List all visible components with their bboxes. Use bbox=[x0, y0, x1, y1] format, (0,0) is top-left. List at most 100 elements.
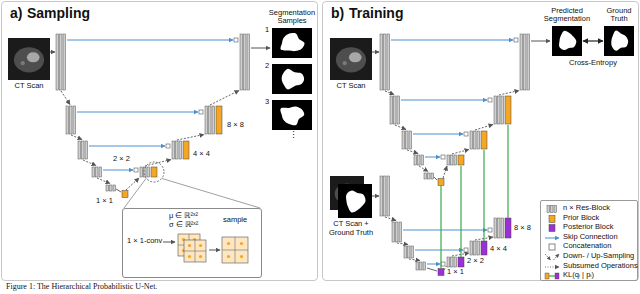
prior-block bbox=[481, 131, 487, 149]
skip-connection bbox=[77, 112, 198, 113]
legend-text: KL(qᵢ | pᵢ) bbox=[563, 271, 594, 280]
up-sampling bbox=[444, 266, 447, 270]
res-block bbox=[402, 131, 412, 149]
ct-ground-truth-image: CT Scan + Ground Truth bbox=[330, 176, 372, 218]
image-caption: Predicted Segmentation bbox=[542, 7, 592, 24]
sample-number: 2 bbox=[265, 62, 269, 71]
kl-link bbox=[483, 150, 484, 241]
size-label: 2 × 2 bbox=[467, 257, 484, 266]
legend-text: Down- / Up-Sampling bbox=[563, 252, 634, 261]
segmentation-image bbox=[272, 64, 312, 94]
segmentation-samples: Segmentation Samples bbox=[272, 28, 312, 130]
concatenation bbox=[464, 248, 468, 252]
ct-scan-image bbox=[330, 38, 372, 80]
legend-swatch bbox=[544, 243, 560, 251]
concatenation bbox=[199, 110, 203, 114]
figure-caption: Figure 1: The Hierarchical Probabilistic… bbox=[6, 283, 157, 292]
panel-title: Sampling bbox=[27, 5, 90, 22]
legend-entry: n × Res-Block bbox=[544, 204, 636, 213]
zoom-circle bbox=[144, 162, 164, 182]
down-sampling bbox=[385, 91, 394, 95]
panel: a)SamplingCT ScanSegmentation Samples1 ×… bbox=[1, 1, 318, 281]
prediction-image: Predicted Segmentation bbox=[552, 26, 582, 56]
legend-entry: KL(qᵢ | pᵢ) bbox=[544, 271, 636, 280]
res-block bbox=[390, 96, 400, 124]
size-label: 1 × 1 bbox=[447, 268, 464, 277]
res-block bbox=[92, 167, 102, 177]
res-block bbox=[78, 141, 88, 159]
prior-block bbox=[151, 167, 157, 177]
image-caption: CT Scan bbox=[326, 82, 376, 91]
image-caption: CT Scan + Ground Truth bbox=[324, 220, 378, 237]
res-block bbox=[404, 246, 414, 258]
kl-link bbox=[440, 186, 441, 268]
size-label: 4 × 4 bbox=[490, 245, 507, 254]
sample-number: 3 bbox=[265, 98, 269, 107]
down-sampling bbox=[385, 217, 396, 221]
down-sampling bbox=[97, 178, 110, 184]
panel-title: Training bbox=[349, 5, 403, 22]
size-label: 8 × 8 bbox=[514, 224, 531, 233]
legend-entry: Posterior Block bbox=[544, 223, 636, 232]
input-arrow bbox=[50, 52, 55, 53]
legend-swatch bbox=[544, 215, 560, 223]
segmentation-image bbox=[272, 28, 312, 58]
math-label: σ ∈ ℝ²ˣ² bbox=[169, 221, 198, 230]
up-sampling bbox=[210, 91, 239, 106]
posterior-block bbox=[438, 269, 444, 276]
ct-scan-image bbox=[8, 38, 50, 80]
prior-block bbox=[458, 155, 464, 165]
res-block bbox=[494, 96, 504, 124]
zoom-line bbox=[124, 179, 146, 209]
down-sampling bbox=[409, 259, 420, 261]
size-label: 4 × 4 bbox=[193, 150, 210, 159]
concatenation bbox=[464, 132, 468, 136]
res-block bbox=[172, 141, 182, 159]
legend-text: n × Res-Block bbox=[563, 204, 610, 213]
prior-block bbox=[216, 106, 222, 134]
segmentation-image bbox=[338, 184, 372, 218]
size-label: 8 × 8 bbox=[227, 121, 244, 130]
training-network bbox=[330, 26, 634, 276]
operation-label: 1 × 1-conv bbox=[127, 237, 162, 246]
concatenation bbox=[134, 168, 138, 172]
res-block bbox=[66, 106, 76, 134]
connection bbox=[116, 189, 121, 192]
skip-connection bbox=[403, 230, 487, 231]
concatenation bbox=[166, 144, 170, 148]
skip-connection bbox=[413, 134, 463, 135]
concatenation bbox=[488, 98, 492, 102]
image-caption: Ground Truth bbox=[601, 7, 637, 24]
latent-grid bbox=[222, 237, 248, 263]
legend-entry: Prior Block bbox=[544, 214, 636, 223]
legend-swatch bbox=[544, 272, 560, 280]
legend-entry: Down- / Up-Sampling bbox=[544, 252, 636, 261]
ellipsis: ⋮ bbox=[289, 130, 298, 140]
down-sampling bbox=[397, 243, 408, 245]
legend-entry: Concatenation bbox=[544, 242, 636, 251]
legend-entry: Skip Connection bbox=[544, 233, 636, 242]
res-block bbox=[470, 131, 480, 149]
segmentation-image bbox=[552, 26, 582, 56]
posterior-block bbox=[505, 218, 511, 238]
skip-connection bbox=[103, 170, 133, 171]
input-arrow bbox=[372, 196, 379, 197]
sample-number: 1 bbox=[265, 26, 269, 35]
concatenation bbox=[234, 38, 238, 42]
res-block bbox=[240, 34, 250, 90]
output-arrow bbox=[531, 41, 550, 42]
image-caption: CT Scan bbox=[4, 82, 54, 91]
prior-block bbox=[183, 141, 189, 159]
res-block bbox=[447, 155, 457, 165]
up-sampling bbox=[177, 135, 204, 141]
connection bbox=[434, 177, 437, 180]
down-sampling bbox=[61, 91, 70, 105]
skip-connection bbox=[391, 40, 513, 41]
down-sampling bbox=[407, 150, 418, 154]
res-block bbox=[205, 106, 215, 134]
concatenation bbox=[514, 38, 518, 42]
posterior-block bbox=[458, 257, 464, 267]
up-sampling bbox=[452, 150, 469, 155]
